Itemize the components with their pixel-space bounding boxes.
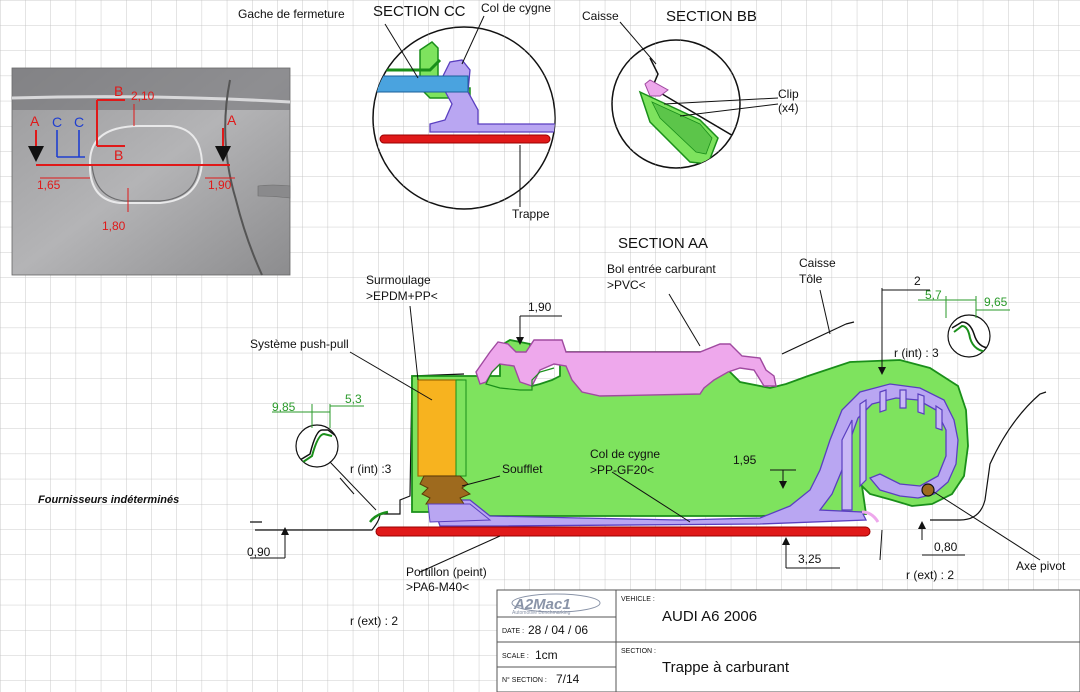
dim-1-95: 1,95: [733, 453, 757, 467]
section-aa-drawing: SECTION AA: [38, 235, 1066, 628]
section-cc-title: SECTION CC: [373, 3, 466, 20]
label-push-pull: Système push-pull: [250, 337, 349, 351]
label-clip: Clip: [778, 87, 799, 101]
label-axe-pivot: Axe pivot: [1016, 559, 1066, 573]
label-surmoulage-material: >EPDM+PP<: [366, 289, 438, 303]
fuel-bowl-pvc: [475, 339, 777, 397]
date-value: 28 / 04 / 06: [528, 623, 588, 637]
dim-9-85: 9,85: [272, 400, 296, 414]
dim-5-7: 5,7: [925, 288, 942, 302]
leader-lines: [339, 289, 1041, 573]
photo-dim-1-90: 1,90: [208, 178, 232, 192]
body-outline-right: [930, 391, 1047, 521]
label-caisse-bb: Caisse: [582, 9, 619, 23]
photo-dim-2-10: 2,10: [131, 89, 155, 103]
pivot-axis: [921, 483, 935, 497]
label-trappe: Trappe: [512, 207, 550, 221]
label-soufflet: Soufflet: [502, 462, 543, 476]
label-col-de-cygne-cc: Col de cygne: [481, 1, 551, 15]
date-label: DATE :: [502, 628, 524, 635]
scale-value: 1cm: [535, 648, 558, 662]
body-sheet-line: [781, 321, 855, 355]
section-bb-title: SECTION BB: [666, 8, 757, 25]
section-cc-detail: SECTION CC Gache de fermeture Col de cyg…: [238, 1, 556, 221]
dim-0-90: 0,90: [247, 545, 271, 559]
photo-label-a-right: A: [227, 112, 237, 128]
section-aa-title: SECTION AA: [618, 235, 708, 252]
label-col-de-cygne-material: >PP-GF20<: [590, 463, 654, 477]
label-clip-count: (x4): [778, 101, 799, 115]
label-tole: Tôle: [799, 272, 823, 286]
photo-label-c-2: C: [74, 114, 84, 130]
push-pull-system: [417, 379, 463, 477]
label-fournisseurs: Fournisseurs indéterminés: [38, 494, 179, 506]
vehicle-label: VEHICLE :: [621, 596, 655, 603]
photo-dim-1-65: 1,65: [37, 178, 61, 192]
label-surmoulage: Surmoulage: [366, 273, 431, 287]
gooseneck-ribs: [841, 389, 943, 511]
label-r-int-right: r (int) : 3: [894, 346, 939, 360]
scale-label: SCALE :: [502, 653, 529, 660]
label-gache-de-fermeture: Gache de fermeture: [238, 7, 345, 21]
dim-0-80: 0,80: [934, 540, 958, 554]
svg-text:A2Mac1: A2Mac1: [513, 596, 571, 613]
photo-label-b-top: B: [114, 83, 123, 99]
section-label: SECTION :: [621, 648, 656, 655]
label-bol-entree: Bol entrée carburant: [607, 262, 716, 276]
label-col-de-cygne-aa: Col de cygne: [590, 447, 660, 461]
fuel-door-portillon: [375, 526, 871, 537]
svg-text:Automotive Benchmarking: Automotive Benchmarking: [512, 610, 571, 616]
vehicle-value: AUDI A6 2006: [662, 608, 757, 625]
photo-label-c-1: C: [52, 114, 62, 130]
section-number-label: N° SECTION :: [502, 676, 547, 684]
dim-9-65: 9,65: [984, 295, 1008, 309]
dim-1-90: 1,90: [528, 300, 552, 314]
company-logo: A2Mac1 Automotive Benchmarking: [511, 593, 601, 616]
label-r-ext-left: r (ext) : 2: [350, 614, 398, 628]
section-number-value: 7/14: [556, 672, 580, 686]
zoom-circle-left: [295, 424, 339, 468]
title-block: A2Mac1 Automotive Benchmarking DATE : 28…: [496, 589, 1080, 692]
label-portillon: Portillon (peint): [406, 565, 487, 579]
dim-5-3: 5,3: [345, 392, 362, 406]
label-caisse-aa: Caisse: [799, 256, 836, 270]
photo-label-a-left: A: [30, 113, 40, 129]
gooseneck-pp-gf20: [435, 383, 959, 527]
dim-2: 2: [914, 274, 921, 288]
reference-photo: A A B B C C 2,10 1,65 1,90 1,80: [11, 67, 291, 276]
dim-3-25: 3,25: [798, 552, 822, 566]
section-value: Trappe à carburant: [662, 659, 790, 676]
label-bol-material: >PVC<: [607, 278, 646, 292]
photo-label-b-bottom: B: [114, 147, 123, 163]
photo-dim-1-80: 1,80: [102, 219, 126, 233]
section-bb-detail: SECTION BB Caisse Clip (x4): [582, 8, 799, 169]
body-outline-left: [250, 373, 465, 531]
green-dimension-lines: [272, 296, 1010, 428]
label-r-ext-right: r (ext) : 2: [906, 568, 954, 582]
label-portillon-material: >PA6-M40<: [406, 580, 469, 594]
dimension-lines: [250, 288, 965, 569]
label-r-int-left: r (int) :3: [350, 462, 392, 476]
